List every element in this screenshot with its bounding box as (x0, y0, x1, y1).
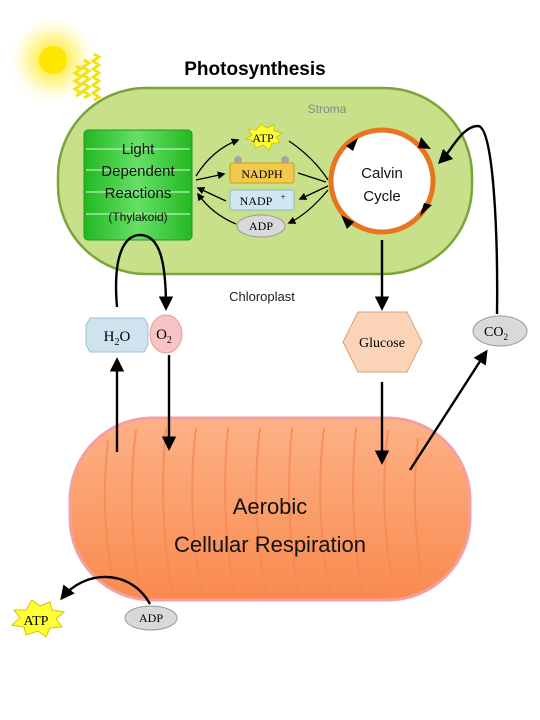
light-reactions-line4: (Thylakoid) (108, 210, 167, 224)
oxygen-label-o: O (156, 327, 167, 343)
chloroplast-label: Chloroplast (229, 289, 295, 304)
respiration-line2: Cellular Respiration (174, 532, 366, 557)
page-title: Photosynthesis (184, 59, 325, 80)
sunlight-rays-icon (72, 52, 102, 102)
nadp-label-main: NADP (240, 194, 273, 208)
oxygen-oval (149, 314, 183, 354)
co2-label-main: CO (484, 325, 503, 340)
calvin-cycle-line2: Cycle (363, 188, 401, 205)
nadp-box (229, 189, 295, 211)
stroma-label: Stroma (308, 102, 347, 116)
adp-label-respiration: ADP (139, 611, 163, 625)
co2-label: CO2 (484, 325, 508, 342)
glucose-hexagon (342, 311, 423, 373)
calvin-cycle-ring (328, 127, 436, 235)
nadph-label: NADPH (241, 167, 283, 181)
carrier-arrows (195, 138, 329, 225)
atp-label-respiration: ATP (24, 614, 49, 629)
calvin-cycle-arrowheads (341, 137, 432, 229)
oxygen-label: O2 (156, 327, 172, 346)
co2-oval (472, 315, 528, 347)
water-label: H2O (104, 329, 131, 348)
atp-star-respiration (10, 599, 66, 638)
light-reactions-line3: Reactions (105, 185, 172, 202)
glucose-label: Glucose (359, 336, 405, 351)
nadph-box (229, 156, 295, 184)
calvin-cycle-line1: Calvin (361, 165, 403, 182)
adp-oval-respiration (124, 605, 178, 631)
adp-oval-chloroplast (236, 214, 286, 238)
oxygen-label-sub: 2 (167, 335, 172, 346)
light-reactions-line1: Light (122, 141, 155, 158)
thylakoid-stack (83, 129, 193, 241)
atp-star-chloroplast (244, 123, 284, 151)
atp-label-chloroplast: ATP (252, 131, 274, 145)
water-label-sub: 2 (115, 337, 120, 348)
light-reactions-line2: Dependent (101, 163, 175, 180)
water-shape (85, 317, 149, 353)
water-label-h: H (104, 329, 115, 345)
adp-label-chloroplast: ADP (249, 219, 273, 233)
nadp-label-sup: + (280, 192, 285, 202)
water-label-o: O (120, 329, 131, 345)
flow-arrows (60, 124, 499, 605)
mitochondrion (68, 416, 472, 602)
co2-label-sub: 2 (503, 332, 508, 342)
nadp-label: NADP (240, 194, 273, 208)
respiration-line1: Aerobic (233, 494, 308, 519)
